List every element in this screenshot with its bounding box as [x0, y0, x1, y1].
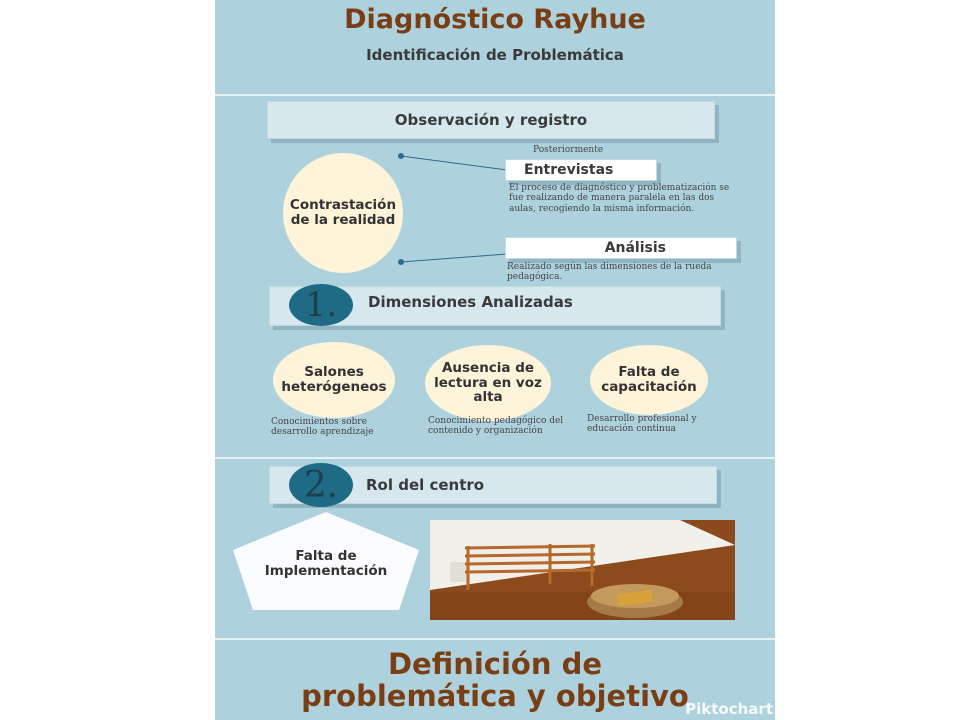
observation-banner-label: Observación y registro — [394, 111, 588, 129]
section-number-1: 1. — [289, 284, 353, 326]
analisis-banner: Análisis — [505, 237, 737, 259]
dimension-desc-2: Conocimiento pedagógico del contenido y … — [428, 416, 564, 437]
dimension-desc-1: Conocimientos sobre desarrollo aprendiza… — [271, 417, 374, 438]
dimension-circle-1: Salones heterógeneos — [273, 342, 395, 418]
dimension-circle-2: Ausencia de lectura en voz alta — [425, 345, 551, 421]
role-banner-label: Rol del centro — [366, 476, 485, 494]
connector-dot — [398, 259, 404, 265]
connector-dot — [398, 153, 404, 159]
analisis-label: Análisis — [604, 240, 666, 256]
divider — [215, 94, 775, 96]
divider — [215, 638, 775, 640]
infographic-poster: Diagnóstico Rayhue Identificación de Pro… — [215, 0, 775, 720]
dimension-circle-3: Falta de capacitación — [590, 345, 708, 415]
connector-line-analisis — [400, 253, 508, 263]
watermark-logo: Piktochart — [685, 700, 773, 718]
observation-banner: Observación y registro — [267, 101, 715, 139]
section-number-2: 2. — [289, 463, 353, 507]
connector-lines — [398, 153, 508, 265]
footer-title-line2: problemática y objetivo — [301, 679, 689, 713]
entrevistas-label: Entrevistas — [524, 162, 614, 178]
posteriormente-label: Posteriormente — [533, 145, 604, 155]
divider — [215, 457, 775, 459]
poster-title: Diagnóstico Rayhue — [344, 4, 646, 35]
contrastacion-circle: Contrastación de la realidad — [283, 153, 403, 273]
pentagon-label: Falta de Implementación — [264, 548, 388, 579]
dimensions-banner-label: Dimensiones Analizadas — [368, 293, 573, 311]
pentagon-shape — [233, 512, 419, 610]
footer-title-line1: Definición de — [387, 647, 603, 681]
analisis-text: Realizado según las dimensiones de la ru… — [507, 262, 712, 283]
entrevistas-banner: Entrevistas — [505, 159, 657, 181]
poster-subtitle: Identificación de Problemática — [366, 46, 624, 64]
entrevistas-text: El proceso de diagnóstico y problematiza… — [509, 183, 730, 214]
connector-line-entrevistas — [400, 155, 508, 171]
dimension-desc-3: Desarrollo profesional y educación conti… — [587, 414, 697, 435]
classroom-photo — [430, 520, 735, 620]
